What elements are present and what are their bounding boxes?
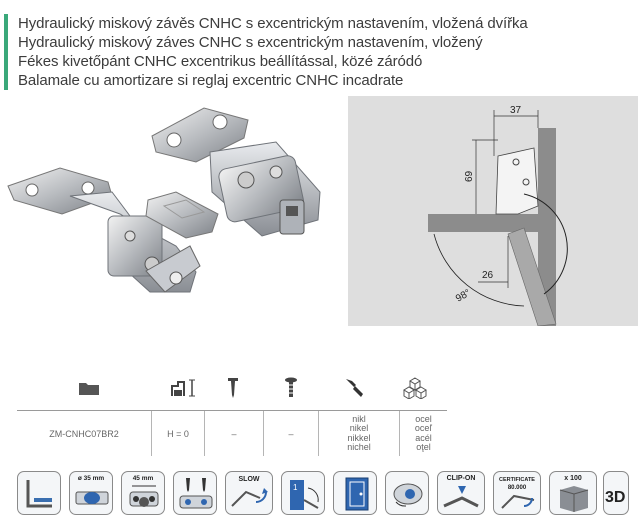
spec-table: ZM-CNHC07BR2 H = 0 – – nikl nikel nikkel… [17,370,447,456]
title-ro: Balamale cu amortizare si reglaj excentr… [18,72,404,89]
technical-drawing: 37 69 26 98° [348,96,638,326]
product-code: ZM-CNHC07BR2 [49,428,119,439]
folder-icon [69,374,109,402]
clip-on-icon: CLIP-ON [437,471,485,515]
title-hu: Fékes kivetőpánt CNHC excentrikus beállí… [18,53,423,70]
hinge-height-value: H = 0 [167,428,189,439]
cup-diameter-label: ø 35 mm [77,475,105,482]
finish-values: nikl nikel nikkel nichel [319,411,399,456]
door-panel [428,214,538,232]
material-ro: oţel [416,442,431,452]
certificate-label: CERTIFICATE [499,477,535,483]
feature-icons: ø 35 mm 45 mm SLOW 1 CLIP-ON CERTIFICATE… [17,471,629,519]
door-open-position [507,227,557,326]
spec-row: ZM-CNHC07BR2 H = 0 – – nikl nikel nikkel… [17,411,447,456]
material-sk: oceľ [414,423,433,433]
dim-height-label: 69 [464,170,475,182]
euro-screw-value: – [288,428,294,439]
pack-quantity-label: x 100 [564,475,582,482]
cover-plate [145,191,219,239]
eccentric-cam-icon [385,471,429,515]
finish-ro: nichel [347,442,371,452]
finish-hu: nikkel [347,432,371,443]
title-accent-bar [4,14,8,90]
product-photo [0,96,340,316]
finish-sk: nikel [349,423,369,433]
euro-screw-icon [271,374,311,402]
finish-cs: nikl [352,413,366,424]
3d-label: 3D [605,489,625,506]
hinge-section [495,147,539,215]
cabinet-door-icon [333,471,377,515]
certificate-cycles-label: 80.000 [507,485,527,491]
cup-35mm-icon: ø 35 mm [69,471,113,515]
slow-label: SLOW [238,476,260,483]
screw-fixing-icon [173,471,217,515]
title-sk: Hydraulický miskový záves CNHC s excentr… [18,34,483,51]
box-100-icon: x 100 [549,471,597,515]
certificate-icon: CERTIFICATE 80.000 [493,471,541,515]
spec-divider [17,410,447,411]
hinge-height-icon [165,374,205,402]
wood-screw-value: – [231,428,237,439]
hole-spacing-icon: 45 mm [121,471,165,515]
cubes-icon [395,374,435,402]
material-hu: acél [415,432,432,443]
paint-brush-icon [335,374,375,402]
hole-distance-label: 45 mm [132,475,154,482]
cabinet-side-panel [538,128,556,326]
hinge-left [7,167,201,293]
clip-on-label: CLIP-ON [446,475,476,482]
hinge-right [151,107,321,237]
soft-close-door-icon: 1 [281,471,325,515]
material-cs: ocel [415,413,432,424]
dim-offset-label: 26 [482,270,494,281]
dim-angle-label: 98° [454,288,473,305]
slow-number-label: 1 [293,483,298,492]
spec-header-icons [17,370,447,408]
wood-screw-icon [213,374,253,402]
title-cs: Hydraulický miskový závěs CNHC s excentr… [18,15,528,32]
product-titles: Hydraulický miskový závěs CNHC s excentr… [18,14,528,90]
dim-width-label: 37 [510,105,522,116]
3d-model-icon[interactable]: 3D [603,471,629,515]
material-values: ocel oceľ acél oţel [400,411,447,456]
inset-door-icon [17,471,61,515]
slow-close-icon: SLOW [225,471,273,515]
